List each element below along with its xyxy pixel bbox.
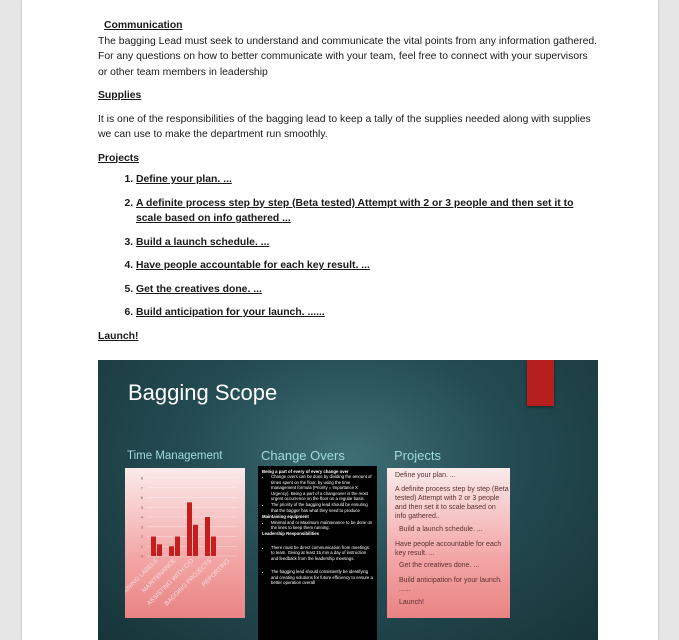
y-tick-label: 7 [141,485,144,490]
list-item: Change overs can be done by dividing the… [271,474,373,501]
chart-bar [157,544,162,556]
list-item: Build a launch schedule. ... [136,235,598,251]
y-tick-label: 5 [141,505,144,510]
chart-bar [169,546,174,556]
chart-bar [211,536,216,556]
communication-text: The bagging Lead must seek to understand… [98,35,598,78]
y-tick-label: 6 [141,495,144,500]
list-item: Launch! [399,599,424,606]
list-item: Get the creatives done. ... [136,282,598,298]
list-item: The bagging lead should consistently be … [271,569,373,585]
document-page: Communication The bagging Lead must seek… [22,0,658,640]
list-item: A definite process step by step (Beta te… [136,196,598,227]
slide-title: Bagging Scope [128,380,278,405]
projects-panel [387,468,510,618]
supplies-heading: Supplies [98,90,142,101]
chart-bar [193,524,198,556]
list-item: Have people accountable for each key res… [136,258,598,274]
y-tick-label: 3 [141,524,144,529]
projects-heading: Projects [98,152,140,164]
change-overs-panel: Being a part of every of every change ov… [258,466,377,640]
chart-bar [205,517,210,556]
y-tick-label: 4 [141,515,144,520]
list-item: Build a launch schedule. ... [399,526,483,533]
column-title-projects: Projects [394,448,441,463]
list-item: Get the creatives done. ... [399,562,480,569]
supplies-text: It is one of the responsibilities of the… [98,113,591,141]
list-item: Minimal and or Maximum maintenance to be… [271,520,373,531]
communication-heading: Communication [104,20,183,31]
change-overs-subheading: Leadership Responsibilities [262,531,320,537]
change-overs-header: Being a part of every of every change ov… [262,469,349,474]
column-title-change-overs: Change Overs [261,448,345,463]
list-item: The priority of the bagging lead should … [271,502,373,513]
y-tick-label: 0 [141,554,144,559]
list-item: Build anticipation for your launch. ....… [136,305,598,321]
chart-bar [151,536,156,556]
list-item: Build anticipation for your launch. ....… [399,577,503,593]
list-item: There must be direct communication from … [271,545,373,561]
launch-heading: Launch! [98,330,139,342]
slide-accent-tab [527,360,554,406]
y-tick-label: 1 [141,544,144,549]
embedded-slide: Bagging Scope Time Management Change Ove… [98,360,598,640]
y-tick-label: 2 [141,534,144,539]
document-body: Communication The bagging Lead must seek… [98,18,598,344]
chart-bar [187,502,192,556]
column-title-time-management: Time Management [127,450,223,462]
list-item: Define your plan. ... [136,172,598,188]
chart-bar [175,536,180,556]
projects-panel-list: Define your plan. ... A definite process… [391,468,510,618]
list-item: Have people accountable for each key res… [395,541,502,557]
projects-list: Define your plan. ... A definite process… [98,172,598,321]
list-item: Define your plan. ... [395,472,456,479]
change-overs-subheading: Maintaining equipment [262,514,309,520]
list-item: A definite process step by step (Beta te… [395,486,509,520]
y-tick-label: 8 [141,476,144,481]
